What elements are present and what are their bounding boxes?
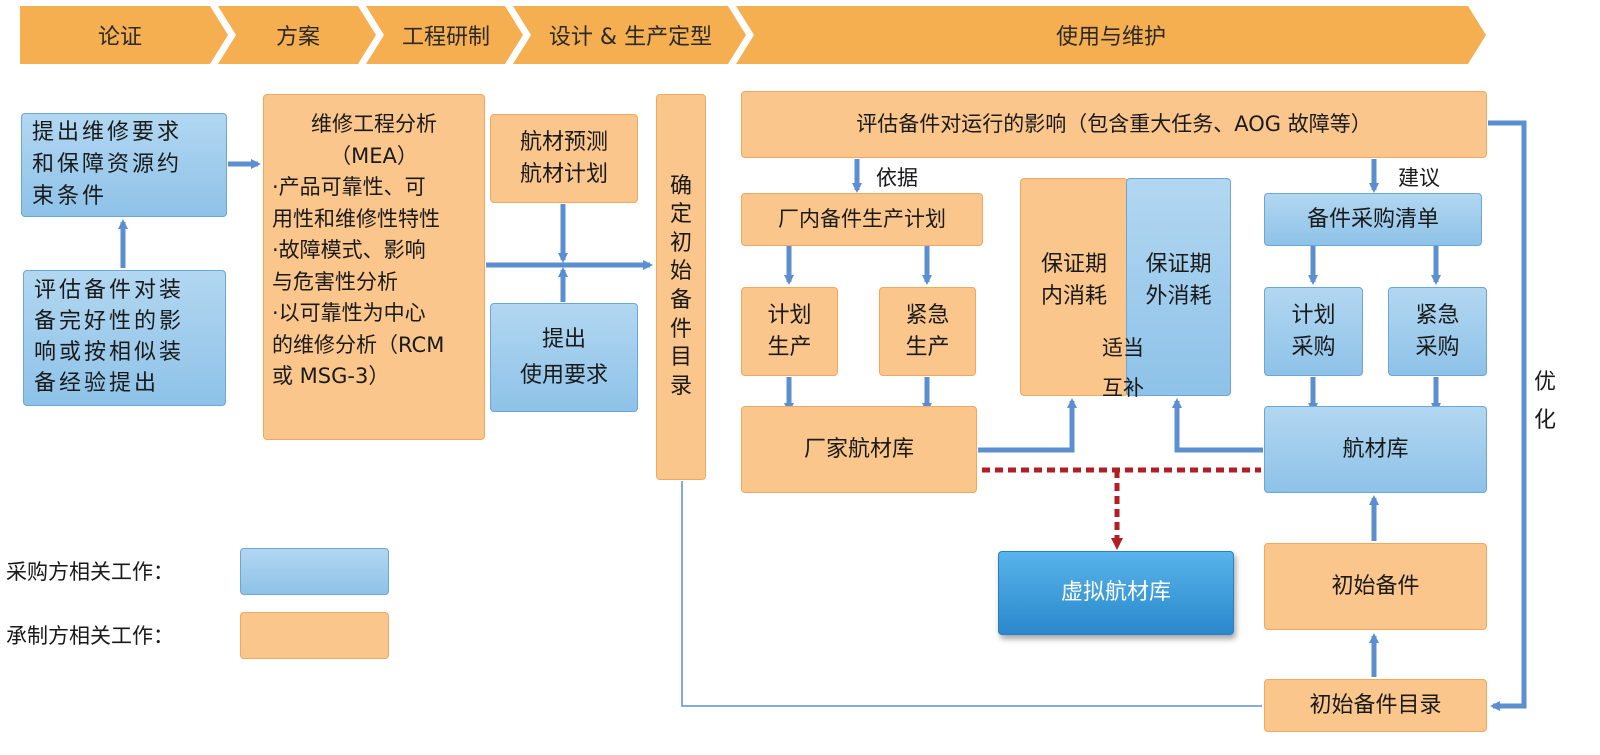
label-optimize-2: 化 — [1534, 408, 1557, 433]
phase-label-5: 使用与维护 — [1055, 25, 1166, 50]
forecast-line-2: 航材计划 — [519, 161, 608, 187]
legend-maker-label: 承制方相关工作： — [6, 624, 174, 648]
eval-left-line-3: 响或按相似装 — [34, 340, 185, 365]
mea-line-5: ·故障模式、影响 — [272, 238, 426, 262]
vlist-char-4: 始 — [669, 259, 692, 285]
urgent-prod-line-1: 紧急 — [905, 302, 950, 328]
phase-chevron-5 — [736, 6, 1486, 64]
arrow-factory-to-inwarranty — [978, 398, 1077, 453]
phase-chevron-4 — [513, 6, 746, 64]
evaluate-readiness-box: 评估备件对装 备完好性的影 响或按相似装 备经验提出 — [23, 270, 226, 406]
eval-left-line-2: 备完好性的影 — [34, 309, 185, 335]
planned-purchase-box: 计划 采购 — [1264, 287, 1363, 376]
out-warranty-line-1: 保证期 — [1145, 252, 1212, 277]
urgent-prod-line-2: 生产 — [905, 334, 950, 360]
mea-line-4: 用性和维修性特性 — [272, 206, 440, 231]
vlist-char-3: 初 — [669, 230, 692, 256]
arrow-store-to-outwarranty — [1172, 398, 1263, 453]
req-line-3: 束条件 — [32, 183, 108, 209]
label-suggest: 建议 — [1398, 166, 1440, 190]
vlist-char-1: 确 — [669, 173, 692, 199]
line-list-to-initial-catalog — [681, 481, 1262, 707]
vlist-char-2: 定 — [669, 202, 692, 228]
evaluate-operation-impact-box: 评估备件对运行的影响（包含重大任务、AOG 故障等） — [741, 91, 1487, 158]
mea-line-3: ·产品可靠性、可 — [272, 175, 426, 199]
spare-purchase-list-box: 备件采购清单 — [1264, 193, 1482, 246]
urgent-production-box: 紧急 生产 — [879, 287, 976, 376]
planned-production-box: 计划 生产 — [741, 287, 838, 376]
mea-line-8: 的维修分析（RCM — [272, 332, 445, 357]
initial-spares-list-vertical-box: 确 定 初 始 备 件 目 录 — [656, 94, 706, 480]
phase-chevron-2 — [218, 6, 376, 64]
arrow-optimize — [1488, 120, 1527, 711]
req-line-1: 提出维修要求 — [32, 120, 183, 146]
eval-left-line-4: 备经验提出 — [34, 370, 160, 396]
mea-line-6: 与危害性分析 — [272, 269, 398, 294]
initial-spares-box: 初始备件 — [1264, 543, 1487, 630]
mea-line-1: 维修工程分析 — [311, 112, 437, 136]
vlist-char-7: 目 — [669, 345, 692, 371]
material-store-box: 航材库 — [1264, 406, 1487, 493]
plan-prod-line-2: 生产 — [767, 334, 812, 360]
phase-chevron-3 — [366, 6, 523, 64]
material-forecast-box: 航材预测 航材计划 — [490, 114, 638, 203]
mea-line-7: ·以可靠性为中心 — [272, 301, 426, 325]
legend-buyer-swatch — [240, 548, 389, 595]
legend-maker-swatch — [240, 612, 389, 659]
urgent-buy-line-2: 采购 — [1415, 334, 1460, 360]
plan-buy-line-2: 采购 — [1291, 334, 1336, 360]
phase-label-3: 工程研制 — [401, 25, 490, 50]
mea-box: 维修工程分析 （MEA） ·产品可靠性、可 用性和维修性特性 ·故障模式、影响 … — [263, 94, 485, 440]
vlist-char-6: 件 — [669, 316, 692, 342]
eval-left-line-1: 评估备件对装 — [34, 278, 185, 304]
phase-chevron-1 — [20, 6, 228, 64]
plant-production-plan-box: 厂内备件生产计划 — [741, 193, 983, 246]
usage-line-1: 提出 — [541, 327, 586, 353]
phase-label-1: 论证 — [97, 25, 142, 50]
out-warranty-line-2: 外消耗 — [1145, 283, 1212, 309]
label-optimize-1: 优 — [1534, 370, 1557, 395]
label-exchange-2: 互补 — [1102, 376, 1144, 400]
initial-spares-catalog-box: 初始备件目录 — [1264, 679, 1487, 732]
mea-line-2: （MEA） — [330, 143, 418, 168]
in-warranty-line-2: 内消耗 — [1040, 283, 1107, 309]
plan-prod-line-1: 计划 — [767, 302, 812, 328]
in-warranty-consumption-box: 保证期 内消耗 — [1020, 178, 1128, 396]
phase-bar — [20, 6, 1486, 64]
maintenance-requirement-box: 提出维修要求 和保障资源约 束条件 — [21, 113, 227, 217]
factory-material-store-box: 厂家航材库 — [741, 406, 977, 493]
label-exchange-1: 适当 — [1102, 336, 1144, 360]
urgent-buy-line-1: 紧急 — [1415, 302, 1460, 328]
forecast-line-1: 航材预测 — [519, 129, 608, 155]
in-warranty-line-1: 保证期 — [1040, 252, 1107, 277]
out-warranty-consumption-box: 保证期 外消耗 — [1126, 178, 1231, 396]
legend-buyer-label: 采购方相关工作： — [6, 560, 174, 584]
phase-label-2: 方案 — [275, 25, 320, 50]
usage-requirement-box: 提出 使用要求 — [490, 303, 638, 412]
vlist-char-8: 录 — [669, 373, 692, 399]
virtual-material-store-box: 虚拟航材库 — [998, 551, 1234, 635]
mea-line-9: 或 MSG-3） — [272, 364, 390, 388]
phase-label-4: 设计 & 生产定型 — [548, 25, 713, 50]
req-line-2: 和保障资源约 — [32, 152, 183, 178]
usage-line-2: 使用要求 — [519, 362, 608, 388]
label-basis: 依据 — [876, 166, 918, 190]
urgent-purchase-box: 紧急 采购 — [1388, 287, 1487, 376]
vlist-char-5: 备 — [669, 288, 692, 313]
plan-buy-line-1: 计划 — [1291, 302, 1336, 328]
